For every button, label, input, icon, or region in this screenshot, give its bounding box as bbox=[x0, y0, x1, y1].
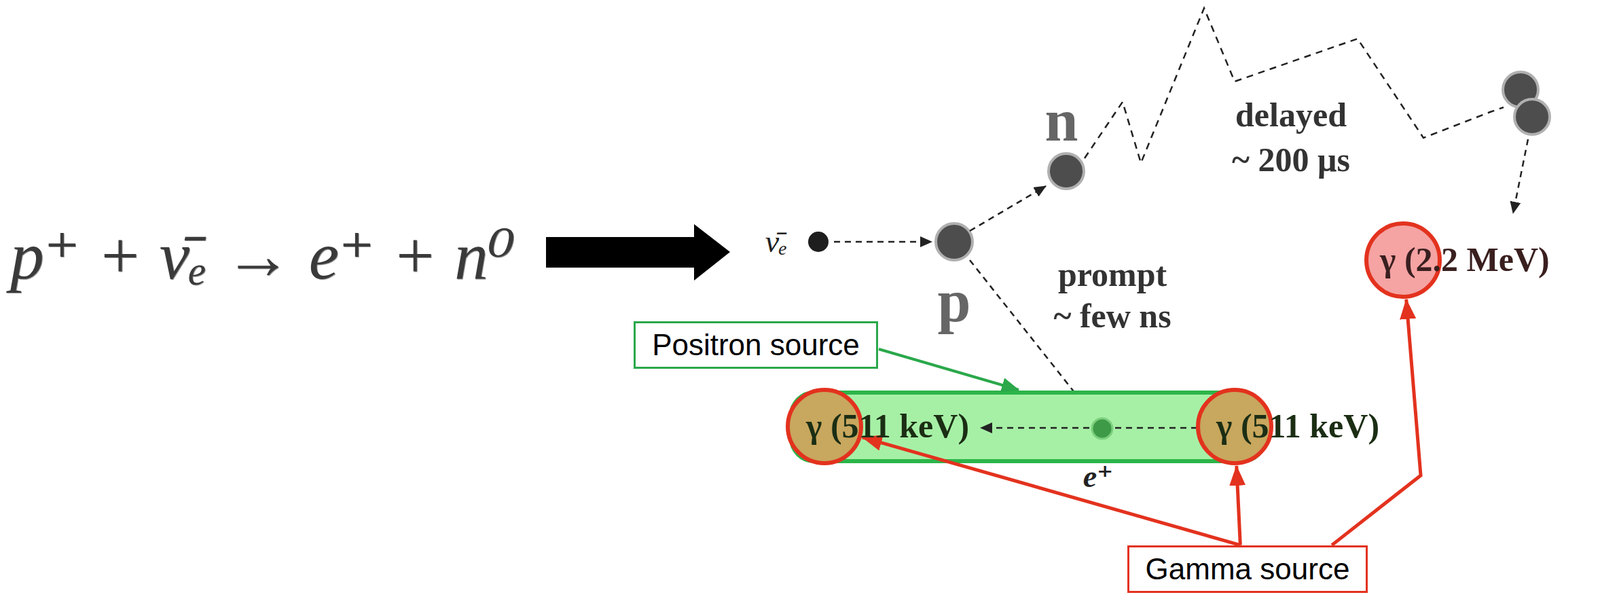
particle-label: e⁺ bbox=[1083, 459, 1114, 496]
gamma-circle: γ (2.2 MeV) bbox=[1364, 221, 1442, 299]
particle-label: ν̄ₑ bbox=[765, 224, 788, 261]
particle-label: n bbox=[1045, 86, 1079, 155]
neutron-path bbox=[1084, 8, 1504, 163]
gamma-circle: γ (511 keV) bbox=[785, 387, 864, 466]
box-label: Gamma source bbox=[1145, 551, 1351, 588]
photon-label: γ (2.2 MeV) bbox=[1379, 240, 1550, 280]
reaction-arrow bbox=[546, 224, 731, 281]
photon-label: γ (511 keV) bbox=[806, 406, 970, 447]
gamma-arrow bbox=[862, 437, 1241, 546]
photon-track bbox=[980, 427, 1090, 430]
photon-track bbox=[1115, 427, 1209, 430]
box-label: Positron source bbox=[651, 327, 860, 364]
timing-note: ~ 200 μs bbox=[1231, 140, 1351, 180]
antineutrino-dot bbox=[808, 231, 829, 252]
particle-label: p bbox=[937, 266, 972, 336]
photon-label: γ (511 keV) bbox=[1216, 406, 1380, 447]
timing-note: ~ few ns bbox=[1053, 296, 1171, 337]
neutron-ball bbox=[1048, 153, 1084, 189]
nucleus-ball bbox=[1514, 99, 1550, 135]
leader-arrow bbox=[878, 349, 1019, 390]
timing-note: prompt bbox=[1058, 255, 1167, 295]
reaction-equation: p⁺ + ν̄ₑ → e⁺ + n⁰ bbox=[10, 217, 516, 296]
positron-dot bbox=[1092, 418, 1113, 439]
source-box: Positron source bbox=[633, 321, 879, 370]
gamma-arrow bbox=[1236, 465, 1241, 546]
particle-track bbox=[1513, 139, 1529, 214]
particle-track bbox=[833, 241, 932, 244]
particle-track bbox=[969, 186, 1046, 231]
gamma-circle: γ (511 keV) bbox=[1195, 387, 1274, 466]
source-box: Gamma source bbox=[1127, 545, 1369, 594]
annihilation-band bbox=[791, 392, 1266, 462]
proton-ball bbox=[935, 223, 973, 261]
timing-note: delayed bbox=[1235, 95, 1347, 136]
